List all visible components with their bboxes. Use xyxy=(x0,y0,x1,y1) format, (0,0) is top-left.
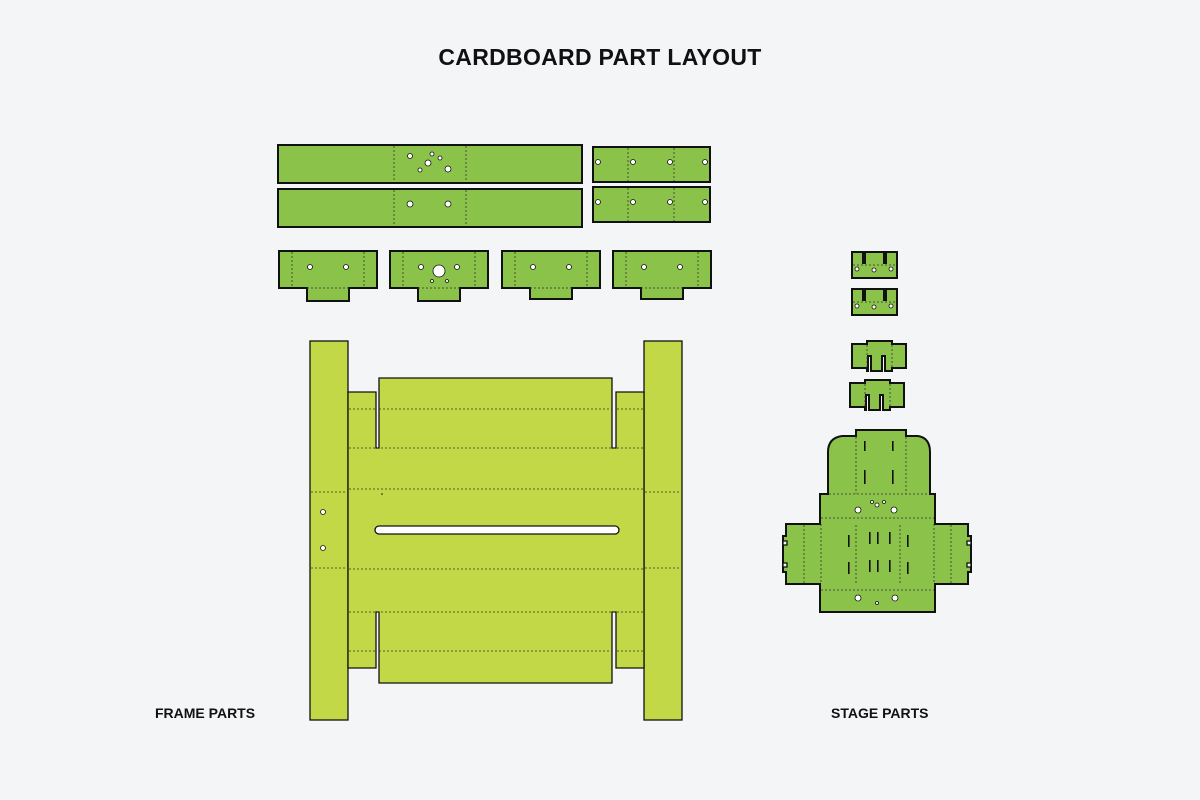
short-beam-2 xyxy=(592,186,711,223)
stage-platform-net xyxy=(782,429,972,613)
stage-parts-label: STAGE PARTS xyxy=(831,705,929,721)
diagram-title: CARDBOARD PART LAYOUT xyxy=(438,44,762,70)
stage-latch-2 xyxy=(849,379,905,411)
stage-latch-1 xyxy=(851,340,907,372)
frame-net xyxy=(309,340,683,721)
long-beam-1 xyxy=(277,144,583,184)
stage-clip-1 xyxy=(851,251,898,279)
bracket-2 xyxy=(389,250,489,302)
long-beam-2 xyxy=(277,188,583,228)
bracket-4 xyxy=(612,250,712,300)
frame-parts-label: FRAME PARTS xyxy=(155,705,256,721)
bracket-1 xyxy=(278,250,378,302)
bracket-3 xyxy=(501,250,601,300)
stage-clip-2 xyxy=(851,288,898,316)
short-beam-1 xyxy=(592,146,711,183)
